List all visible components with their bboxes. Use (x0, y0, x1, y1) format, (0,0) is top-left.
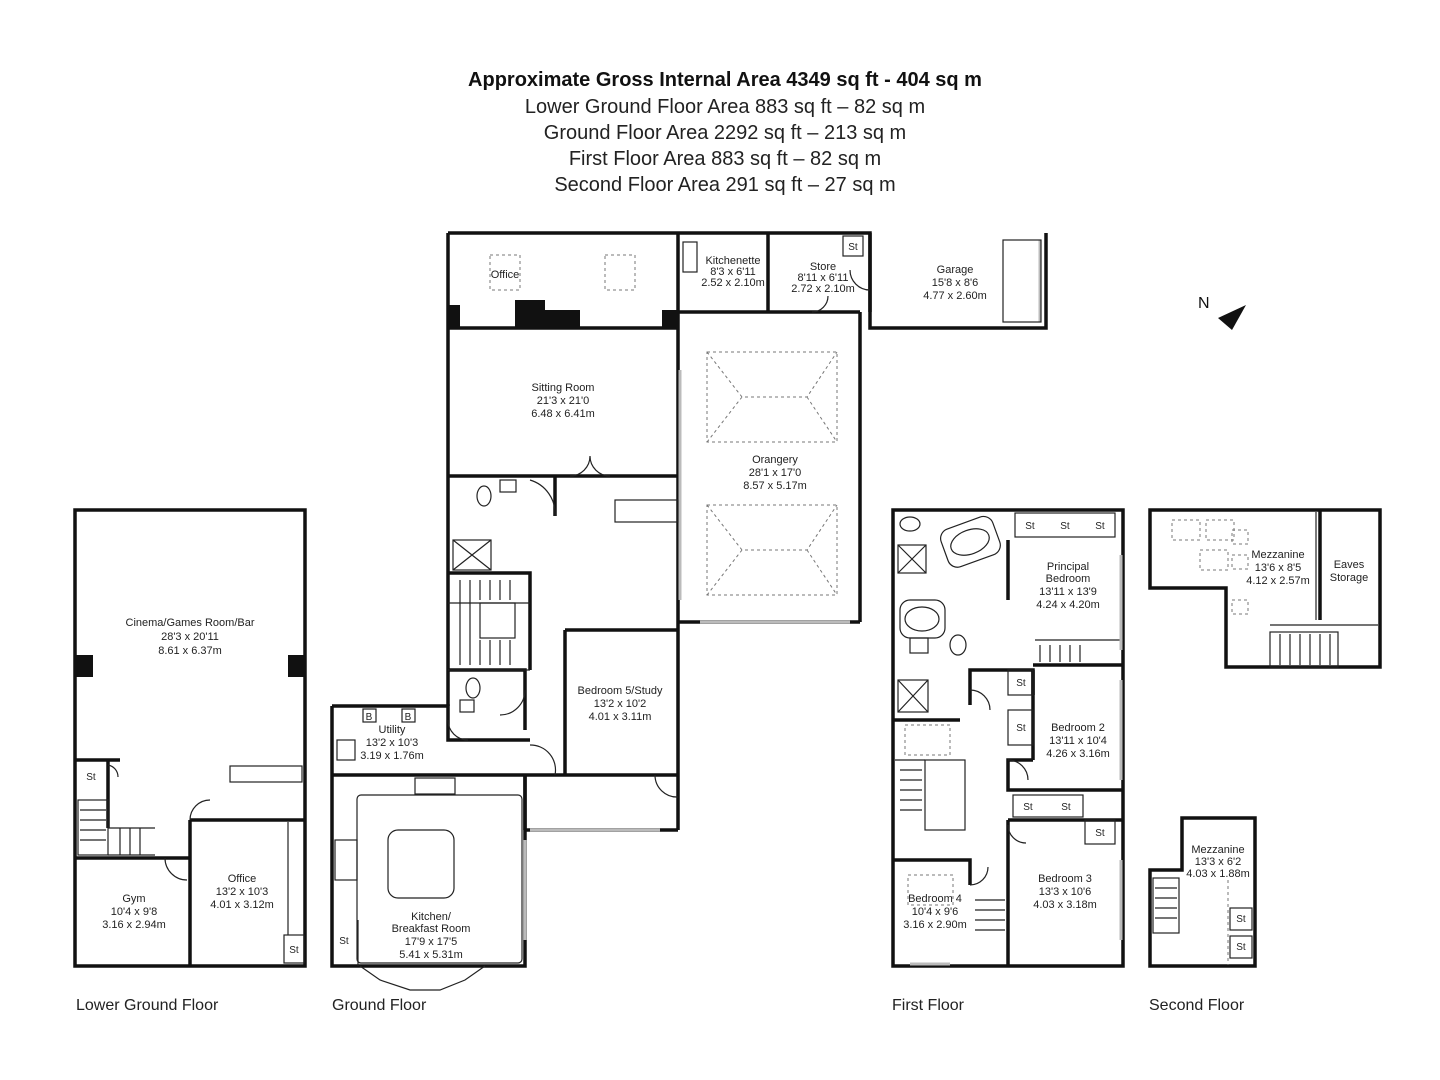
orangery-imperial: 28'1 x 17'0 (749, 467, 802, 479)
bedroom5-imperial: 13'2 x 10'2 (594, 698, 647, 710)
lower-ground-area: Lower Ground Floor Area 883 sq ft – 82 s… (524, 96, 926, 118)
orangery-name: Orangery (752, 454, 798, 466)
ff-store-6: St (1023, 802, 1033, 813)
gym-name: Gym (122, 893, 145, 905)
bedroom2-metric: 4.26 x 3.16m (1046, 748, 1110, 760)
ground-area: Ground Floor Area 2292 sq ft – 213 sq m (543, 122, 907, 144)
north-arrow-icon (1218, 305, 1246, 330)
ff-store-2: St (1060, 521, 1070, 532)
utility-metric: 3.19 x 1.76m (360, 750, 424, 762)
mezz2-imperial: 13'3 x 6'2 (1195, 856, 1241, 868)
second-area: Second Floor Area 291 sq ft – 27 sq m (554, 174, 896, 196)
ff-store-7: St (1061, 802, 1071, 813)
second-floor-plan: Mezzanine 13'6 x 8'5 4.12 x 2.57m Eaves … (1148, 508, 1382, 968)
floor-label-first: First Floor (892, 997, 965, 1014)
bedroom3-imperial: 13'3 x 10'6 (1039, 886, 1092, 898)
bedroom4-imperial: 10'4 x 9'6 (912, 906, 958, 918)
bedroom4-metric: 3.16 x 2.90m (903, 919, 967, 931)
bedroom3-name: Bedroom 3 (1038, 873, 1092, 885)
mezz2-metric: 4.03 x 1.88m (1186, 868, 1250, 880)
sitting-name: Sitting Room (532, 382, 595, 394)
garage-metric: 4.77 x 2.60m (923, 290, 987, 302)
mezz1-name: Mezzanine (1251, 549, 1304, 561)
cinema-metric: 8.61 x 6.37m (158, 645, 222, 657)
ground-office-name: Office (491, 269, 520, 281)
sf-store-2: St (1236, 942, 1246, 953)
principal-metric: 4.24 x 4.20m (1036, 599, 1100, 611)
ground-staircase (448, 580, 530, 671)
ground-store-short: St (848, 242, 858, 253)
lg-office-name: Office (228, 873, 257, 885)
cinema-imperial: 28'3 x 20'11 (161, 631, 219, 643)
mezz2-name: Mezzanine (1191, 844, 1244, 856)
utility-imperial: 13'2 x 10'3 (366, 737, 419, 749)
orangery-metric: 8.57 x 5.17m (743, 480, 807, 492)
mezz1-metric: 4.12 x 2.57m (1246, 575, 1310, 587)
sitting-imperial: 21'3 x 21'0 (537, 395, 590, 407)
sf-store-1: St (1236, 914, 1246, 925)
gym-imperial: 10'4 x 9'8 (111, 906, 157, 918)
bedroom4-name: Bedroom 4 (908, 893, 962, 905)
compass-north: N (1198, 295, 1246, 330)
gym-metric: 3.16 x 2.94m (102, 919, 166, 931)
first-staircase (895, 639, 1123, 931)
store-metric: 2.72 x 2.10m (791, 283, 855, 295)
cinema-name: Cinema/Games Room/Bar (126, 617, 255, 629)
area-summary: Approximate Gross Internal Area 4349 sq … (0, 66, 1440, 198)
eaves-name-2: Storage (1330, 572, 1369, 584)
kitchenette-imperial: 8'3 x 6'11 (710, 266, 756, 278)
kitchenette-name: Kitchenette (705, 255, 760, 267)
floor-label-second: Second Floor (1149, 997, 1245, 1014)
ff-store-1: St (1025, 521, 1035, 532)
compass-label: N (1198, 295, 1210, 312)
first-floor-plan: St St St St St St St St Principal Bedroo… (891, 508, 1125, 968)
bedroom5-metric: 4.01 x 3.11m (589, 711, 652, 723)
floor-label-ground: Ground Floor (332, 997, 427, 1014)
kitchen-metric: 5.41 x 5.31m (399, 949, 463, 961)
store-imperial: 8'11 x 6'11 (798, 272, 849, 284)
garage-imperial: 15'8 x 8'6 (932, 277, 978, 289)
floor-label-lower-ground: Lower Ground Floor (76, 997, 219, 1014)
utility-name: Utility (379, 724, 406, 736)
lg-store-2: St (289, 945, 299, 956)
bedroom3-metric: 4.03 x 3.18m (1033, 899, 1097, 911)
garage-name: Garage (937, 264, 974, 276)
kitchen-name: Kitchen/ (411, 911, 452, 923)
lg-store-1: St (86, 772, 96, 783)
ground-floor-plan: Office Kitchenette 8'3 x 6'11 2.52 x 2.1… (330, 231, 1048, 991)
kitchen-name-2: Breakfast Room (392, 923, 471, 935)
bedroom5-name: Bedroom 5/Study (578, 685, 663, 697)
lg-office-imperial: 13'2 x 10'3 (216, 886, 269, 898)
gross-internal-area: Approximate Gross Internal Area 4349 sq … (468, 69, 982, 91)
lg-office-metric: 4.01 x 3.12m (210, 899, 274, 911)
lower-ground-floor-plan: Cinema/Games Room/Bar 28'3 x 20'11 8.61 … (73, 508, 307, 968)
eaves-name: Eaves (1334, 559, 1365, 571)
kitchen-store: St (339, 936, 349, 947)
lg-staircase (77, 799, 155, 856)
bedroom2-imperial: 13'11 x 10'4 (1049, 735, 1107, 747)
ff-store-3: St (1095, 521, 1105, 532)
principal-name-2: Bedroom (1046, 573, 1091, 585)
kitchen-imperial: 17'9 x 17'5 (405, 936, 458, 948)
ff-store-4: St (1016, 678, 1026, 689)
boiler-1: B (366, 712, 373, 723)
principal-imperial: 13'11 x 13'9 (1039, 586, 1097, 598)
bedroom2-name: Bedroom 2 (1051, 722, 1105, 734)
mezz1-imperial: 13'6 x 8'5 (1255, 562, 1301, 574)
boiler-2: B (405, 712, 412, 723)
first-area: First Floor Area 883 sq ft – 82 sq m (568, 148, 882, 170)
ff-store-5: St (1016, 723, 1026, 734)
kitchenette-metric: 2.52 x 2.10m (701, 277, 765, 289)
store-name: Store (810, 261, 836, 273)
sitting-metric: 6.48 x 6.41m (531, 408, 595, 420)
ff-store-8: St (1095, 828, 1105, 839)
principal-name: Principal (1047, 561, 1089, 573)
